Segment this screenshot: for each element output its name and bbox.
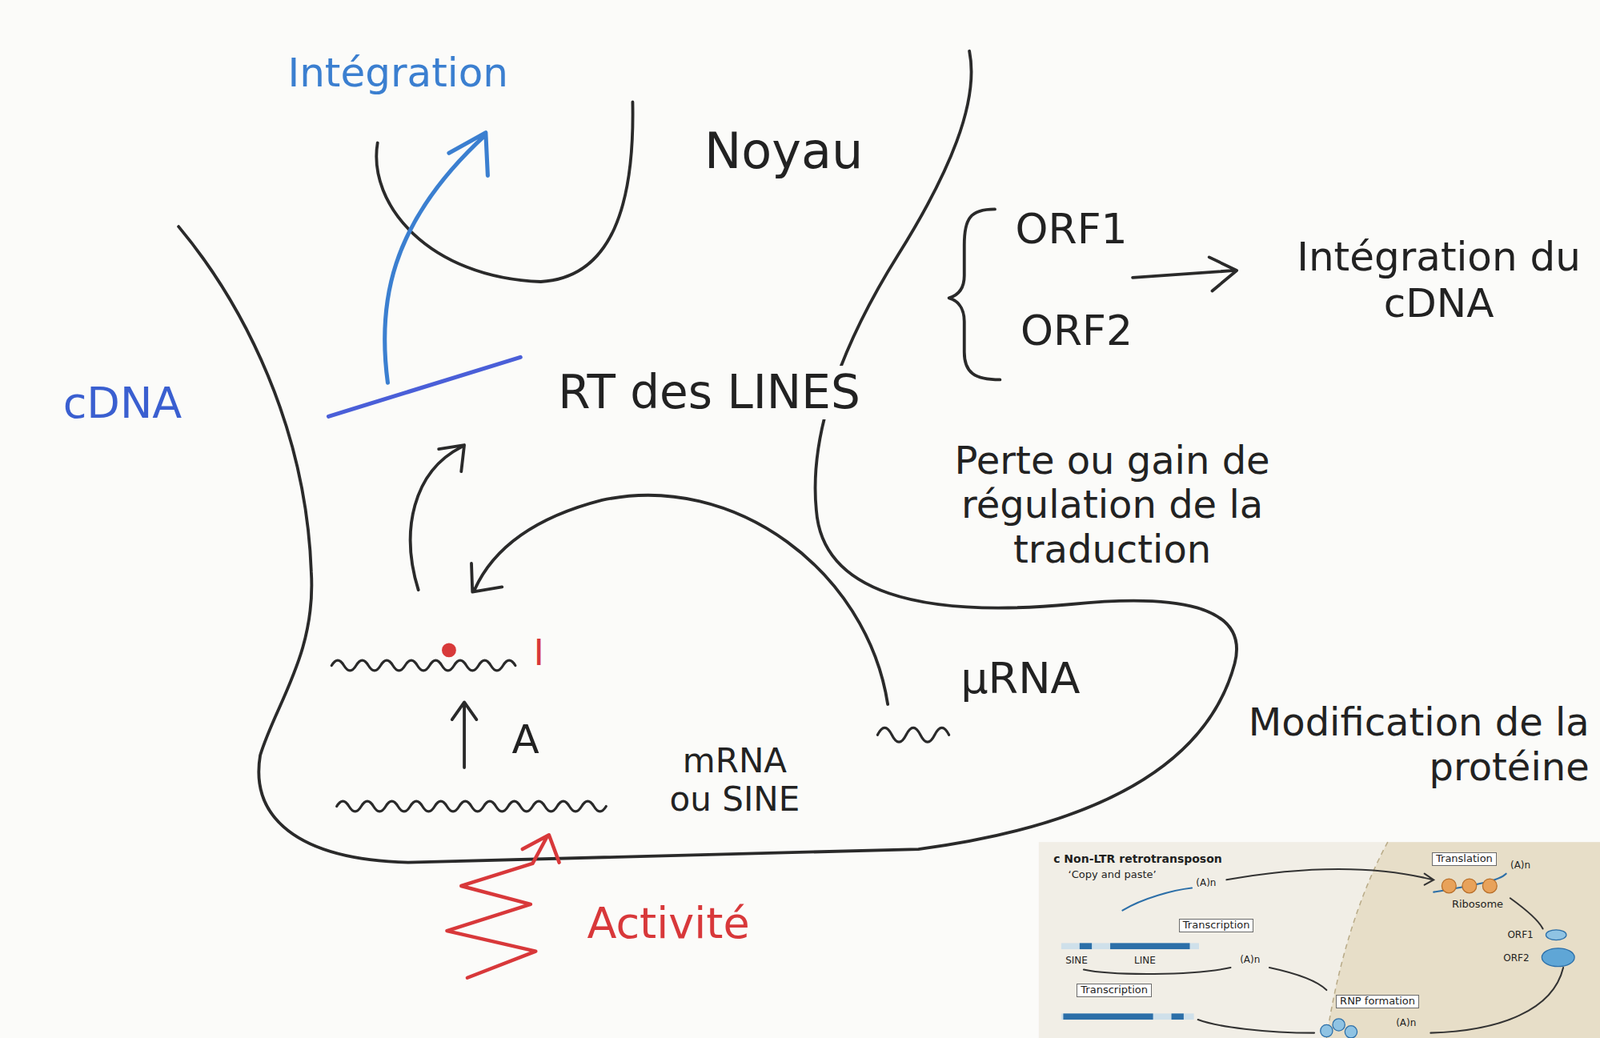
microrna-strand xyxy=(877,727,949,742)
integration-arrow xyxy=(1132,256,1237,291)
handwritten-label: μRNA xyxy=(960,653,1080,704)
rnp-particle xyxy=(1332,1018,1345,1031)
inosine-dot xyxy=(441,642,457,658)
flow-arrow xyxy=(1510,898,1544,929)
rnp-particle xyxy=(1344,1026,1357,1038)
inset-label: Ribosome xyxy=(1451,898,1504,911)
handwritten-label: Activité xyxy=(586,898,750,949)
inset-label: ‘Copy and paste’ xyxy=(1068,869,1157,882)
handwritten-label: mRNA ou SINE xyxy=(658,741,811,820)
inset-cytoplasm xyxy=(1326,842,1600,1038)
inset-label: ORF2 xyxy=(1503,953,1529,965)
orf1-protein xyxy=(1545,930,1566,941)
inset-step: Translation xyxy=(1431,852,1497,867)
handwritten-label: RT des LINES xyxy=(554,365,863,420)
ribosome xyxy=(1482,878,1497,894)
inset-label: (A)n xyxy=(1510,860,1531,872)
flow-arrow xyxy=(1269,967,1327,991)
inset-title: c Non-LTR retrotransposon xyxy=(1053,852,1223,866)
handwritten-label: cDNA xyxy=(63,378,183,429)
nuclear-entry-arrow xyxy=(384,132,489,383)
inset-label: ORF1 xyxy=(1507,930,1533,942)
handwritten-label: Intégration du cDNA xyxy=(1286,234,1592,327)
handwritten-label: I xyxy=(533,633,545,674)
handwritten-label: A xyxy=(511,717,539,764)
line-transcript xyxy=(1122,888,1192,911)
orf2-protein xyxy=(1541,948,1575,967)
handwritten-label: Intégration xyxy=(287,50,509,97)
handwritten-note: Modification de la protéine xyxy=(1237,700,1590,789)
sine-segment xyxy=(1079,942,1092,950)
handwritten-label: Noyau xyxy=(704,122,863,180)
dna-bar xyxy=(1061,1013,1195,1020)
line-segment xyxy=(1062,1013,1153,1020)
inset-figure xyxy=(1038,842,1600,1038)
edited-rna-strand xyxy=(331,660,515,671)
flow-arrow xyxy=(1226,869,1434,886)
inset-ground xyxy=(1038,842,1600,1038)
handwritten-label: ORF1 xyxy=(1015,205,1128,254)
ribosome xyxy=(1441,878,1456,894)
inset-label: LINE xyxy=(1134,955,1156,967)
line-segment xyxy=(1110,942,1190,950)
inset-label: (A)n xyxy=(1195,878,1216,890)
handwritten-label: ORF2 xyxy=(1020,307,1133,356)
inset-step: RNP formation xyxy=(1335,994,1420,1009)
microrna-arrow xyxy=(471,495,888,705)
editing-arrow xyxy=(452,701,478,768)
orf-bracket xyxy=(949,208,1001,380)
inset-label: (A)n xyxy=(1239,954,1260,967)
inset-label: (A)n xyxy=(1395,1018,1416,1030)
inset-label: SINE xyxy=(1065,955,1088,967)
inset-step: Transcription xyxy=(1076,983,1152,998)
flow-arrow xyxy=(1198,1019,1315,1034)
activity-zigzag xyxy=(446,834,559,979)
sine-segment xyxy=(1171,1013,1184,1020)
rnp-particle xyxy=(1320,1024,1333,1037)
sine-transcript xyxy=(1083,967,1232,975)
inset-step: Transcription xyxy=(1178,918,1255,933)
rna-strand xyxy=(336,801,607,812)
handwritten-note: Perte ou gain de régulation de la traduc… xyxy=(904,438,1321,572)
flow-arrow xyxy=(1430,967,1564,1034)
rt-arrow xyxy=(410,445,465,590)
cdna-strand xyxy=(328,356,522,417)
nucleus-outline xyxy=(376,102,633,282)
ribosome xyxy=(1462,878,1477,894)
dna-bar xyxy=(1061,942,1199,950)
